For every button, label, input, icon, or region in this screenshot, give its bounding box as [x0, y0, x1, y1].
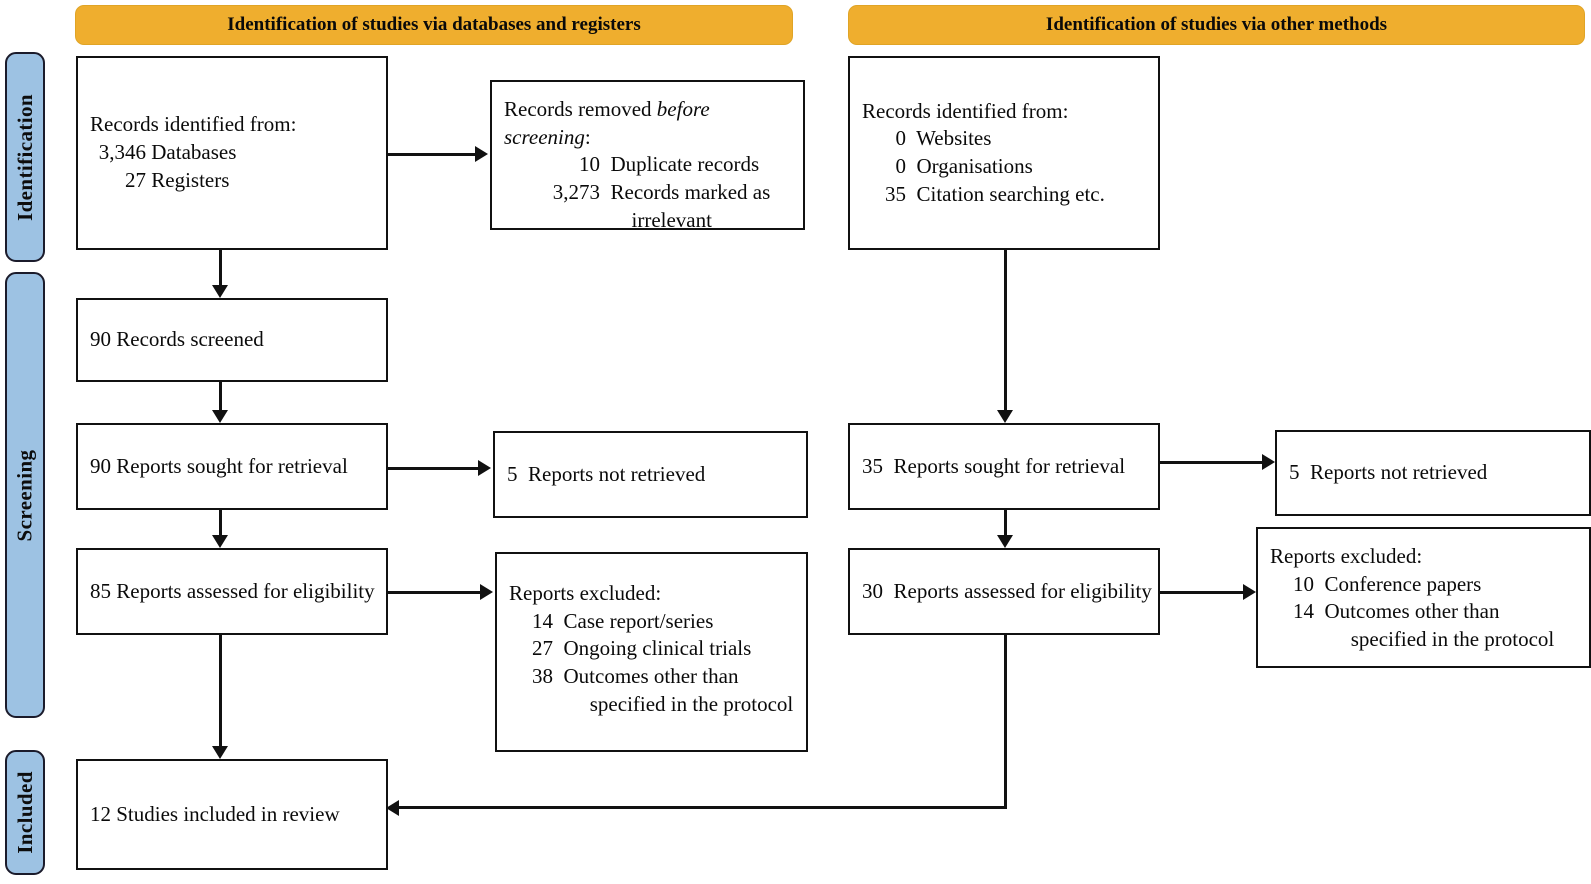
records-removed-count-1: 3,273 [552, 180, 600, 205]
reports-excluded-left-count-1: 27 [532, 636, 553, 661]
reports-excluded-right-label-1: Outcomes other than [1324, 599, 1500, 624]
studies-included-label: Studies included in review [116, 801, 340, 826]
connector-identified-to-removed [388, 153, 475, 156]
records-removed-label-0: Duplicate records [610, 152, 760, 177]
records-identified-other-label-2: Citation searching etc. [916, 181, 1105, 206]
box-reports-sought-left: 90 Reports sought for retrieval [76, 423, 388, 510]
records-identified-count-0: 3,346 [98, 140, 146, 165]
banner-databases-and-registers: Identification of studies via databases … [75, 5, 793, 45]
records-removed-label-2: irrelevant [631, 207, 712, 232]
reports-not-retrieved-right-label: Reports not retrieved [1310, 460, 1488, 485]
arrowhead-sought-to-not-retrieved-left [478, 460, 491, 476]
records-identified-other-count-2: 35 [885, 181, 906, 206]
reports-assessed-right-count: 30 [862, 578, 883, 603]
connector-sought-to-assessed-left [219, 510, 222, 535]
reports-assessed-left-label: Reports assessed for eligibility [116, 578, 375, 603]
banner-databases-label: Identification of studies via databases … [227, 14, 641, 35]
reports-not-retrieved-left-count: 5 [507, 461, 518, 486]
records-removed-heading-post: : [584, 124, 591, 149]
arrowhead-assessed-to-excluded-left [480, 584, 493, 600]
reports-not-retrieved-left-label: Reports not retrieved [528, 461, 706, 486]
records-identified-label-1: Registers [151, 167, 230, 192]
records-identified-label-0: Databases [151, 140, 237, 165]
records-removed-count-0: 10 [579, 152, 600, 177]
reports-assessed-left-count: 85 [90, 578, 111, 603]
phase-bar-included: Included [5, 750, 45, 875]
reports-excluded-right-count-1: 14 [1293, 599, 1314, 624]
records-identified-count-1: 27 [125, 167, 146, 192]
box-records-removed-before-screening: Records removed before screening: 10 Dup… [490, 80, 805, 232]
reports-excluded-left-count-0: 14 [532, 608, 553, 633]
reports-excluded-right-heading: Reports excluded: [1270, 544, 1423, 568]
banner-other-label: Identification of studies via other meth… [1045, 14, 1388, 35]
arrowhead-screened-to-sought [212, 410, 228, 423]
arrowhead-identified-to-removed [475, 146, 488, 162]
phase-bar-identification: Identification [5, 52, 45, 262]
connector-screened-to-sought [219, 382, 222, 410]
connector-assessed-to-excluded-left [388, 591, 480, 594]
records-identified-other-heading: Records identified from: [862, 98, 1069, 123]
reports-excluded-left-count-2: 38 [532, 664, 553, 689]
reports-sought-left-count: 90 [90, 453, 111, 478]
reports-sought-left-label: Reports sought for retrieval [116, 453, 348, 478]
records-identified-other-count-1: 0 [895, 154, 907, 178]
box-records-screened: 90 Records screened [76, 298, 388, 382]
reports-excluded-left-label-0: Case report/series [563, 608, 714, 633]
connector-right-assessed-to-included-vertical [1004, 635, 1007, 809]
records-identified-other-count-0: 0 [895, 126, 907, 151]
records-removed-heading-italic: before screening [504, 97, 710, 149]
reports-excluded-right-label-2: specified in the protocol [1350, 627, 1555, 652]
phase-bar-screening: Screening [5, 272, 45, 718]
connector-identified-other-to-sought [1004, 250, 1007, 410]
banner-other-methods: Identification of studies via other meth… [848, 5, 1585, 45]
arrowhead-assessed-to-excluded-right [1243, 584, 1256, 600]
arrowhead-assessed-to-included [212, 746, 228, 759]
connector-identified-to-screened [219, 250, 222, 285]
reports-excluded-left-label-3: specified in the protocol [589, 691, 794, 716]
connector-sought-to-assessed-right [1004, 510, 1007, 535]
records-removed-heading-pre: Records removed [504, 97, 657, 121]
box-records-identified-databases: Records identified from: 3,346 Databases… [76, 56, 388, 250]
studies-included-count: 12 [90, 801, 111, 826]
reports-sought-right-count: 35 [862, 453, 883, 478]
reports-excluded-right-label-0: Conference papers [1324, 571, 1482, 596]
box-reports-not-retrieved-right: 5 Reports not retrieved [1275, 430, 1591, 516]
box-reports-not-retrieved-left: 5 Reports not retrieved [493, 431, 808, 518]
connector-right-assessed-to-included-horizontal [399, 806, 1006, 809]
arrowhead-identified-to-screened [212, 285, 228, 298]
records-screened-count: 90 [90, 327, 111, 352]
box-reports-assessed-right: 30 Reports assessed for eligibility [848, 548, 1160, 635]
records-screened-label: Records screened [116, 327, 264, 352]
phase-label-screening: Screening [12, 449, 37, 541]
records-removed-label-1: Records marked as [610, 180, 771, 205]
reports-excluded-right-count-0: 10 [1293, 571, 1314, 596]
box-studies-included: 12 Studies included in review [76, 759, 388, 870]
arrowhead-sought-to-assessed-right [997, 535, 1013, 548]
records-identified-other-label-0: Websites [916, 126, 992, 151]
reports-excluded-left-heading: Reports excluded: [509, 581, 662, 605]
reports-not-retrieved-right-count: 5 [1289, 460, 1300, 485]
arrowhead-sought-to-not-retrieved-right [1262, 454, 1275, 470]
box-reports-assessed-left: 85 Reports assessed for eligibility [76, 548, 388, 635]
records-identified-other-label-1: Organisations [916, 154, 1033, 178]
reports-excluded-left-label-1: Ongoing clinical trials [563, 636, 752, 661]
arrowhead-right-assessed-to-included [386, 800, 399, 816]
reports-excluded-left-label-2: Outcomes other than [563, 664, 739, 689]
records-identified-heading: Records identified from: [90, 112, 297, 137]
connector-assessed-to-excluded-right [1160, 591, 1243, 594]
phase-label-included: Included [12, 771, 37, 854]
phase-label-identification: Identification [12, 93, 37, 221]
reports-assessed-right-label: Reports assessed for eligibility [893, 578, 1152, 603]
box-reports-excluded-right: Reports excluded: 10 Conference papers 1… [1256, 527, 1591, 668]
connector-assessed-to-included [219, 635, 222, 746]
arrowhead-identified-other-to-sought [997, 410, 1013, 423]
arrowhead-sought-to-assessed-left [212, 535, 228, 548]
box-records-identified-other: Records identified from: 0 Websites 0 Or… [848, 56, 1160, 250]
connector-sought-to-not-retrieved-right [1160, 461, 1262, 464]
reports-sought-right-label: Reports sought for retrieval [893, 453, 1126, 478]
box-reports-excluded-left: Reports excluded: 14 Case report/series … [495, 552, 808, 752]
connector-sought-to-not-retrieved-left [388, 467, 478, 470]
box-reports-sought-right: 35 Reports sought for retrieval [848, 423, 1160, 510]
